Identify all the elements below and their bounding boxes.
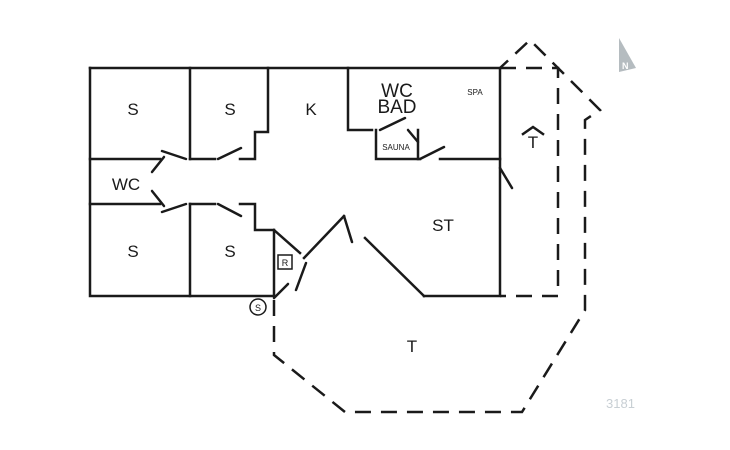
north-arrow-icon	[619, 38, 636, 72]
door-wc-bottom	[150, 189, 166, 208]
terrace-arrow-icon	[521, 125, 545, 136]
door-living	[342, 214, 354, 244]
room-label-s2: S	[224, 100, 235, 119]
door-sauna	[406, 128, 420, 144]
terrace-outline-lower	[272, 38, 602, 414]
wall-corridor-top-b	[238, 66, 270, 161]
room-label-s3: S	[127, 242, 138, 261]
wall-living-diagonal-a	[302, 214, 346, 260]
door-entrance-b	[294, 261, 308, 292]
room-label-terrace-main: T	[407, 337, 417, 356]
room-label-spa: SPA	[467, 88, 483, 97]
room-label-s4: S	[224, 242, 235, 261]
room-label-k: K	[305, 100, 317, 119]
door-s1	[160, 149, 188, 161]
room-label-bad: BAD	[377, 97, 416, 118]
door-wc-top	[150, 155, 166, 174]
s-symbol-label: S	[255, 303, 261, 313]
room-label-wc-bath: WC	[381, 81, 413, 102]
wall-corridor-bottom-b	[238, 202, 276, 298]
wall-bath-left	[346, 66, 374, 132]
room-label-sauna: SAUNA	[382, 143, 410, 152]
room-label-s1: S	[127, 100, 138, 119]
terrace-outline-side	[500, 66, 560, 298]
room-label-terrace-side: T	[528, 133, 538, 152]
door-entrance-a	[272, 282, 290, 300]
door-bath	[378, 116, 407, 132]
door-terrace-side	[498, 166, 514, 190]
wall-sauna	[374, 128, 422, 161]
wall-living-diagonal-b	[363, 236, 426, 298]
r-symbol-box	[277, 254, 293, 270]
north-arrow-label: N	[622, 61, 629, 71]
room-label-st: ST	[432, 216, 454, 235]
door-s4	[216, 202, 243, 218]
outer-wall-left	[88, 66, 276, 298]
door-s2	[216, 146, 243, 161]
outer-wall	[88, 66, 502, 298]
s-symbol-circle	[249, 298, 267, 316]
wall-entry-diagonal	[272, 228, 302, 255]
door-s3	[160, 202, 188, 214]
door-spa	[418, 145, 446, 161]
room-label-wc: WC	[112, 175, 140, 194]
plan-id: 3181	[606, 396, 635, 411]
r-symbol-label: R	[282, 258, 289, 268]
